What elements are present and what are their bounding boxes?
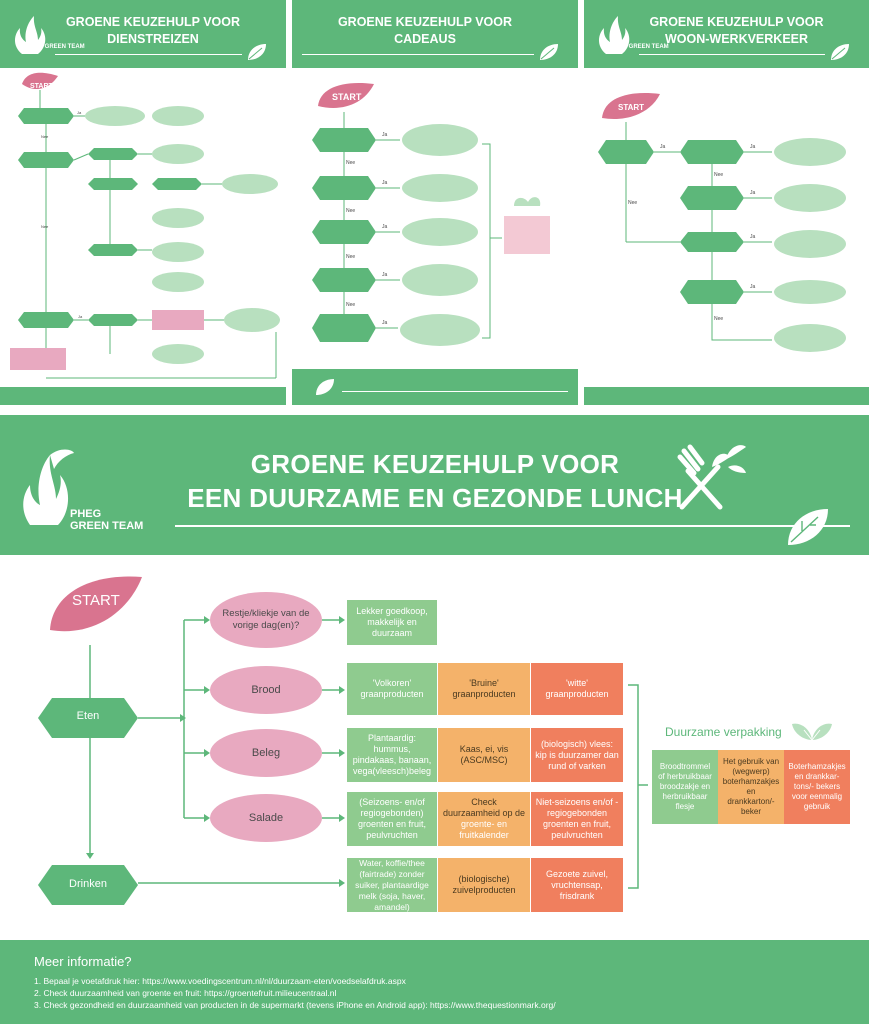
panel-dienstreizen: PHEG GREEN TEAM GROENE KEUZEHULP VOOR DI… (0, 0, 286, 405)
svg-text:Ja: Ja (382, 132, 388, 138)
salade-green: (Seizoens- en/of regiogebonden) groenten… (347, 792, 437, 846)
restje-answer: Lekker goedkoop, makkelijk en duurzaam (347, 600, 437, 645)
divider (302, 54, 534, 55)
verpakking-orange: Het gebruik van (wegwerp) boterhamzakjes… (718, 750, 784, 824)
svg-text:Ja: Ja (382, 272, 388, 278)
footer-link-1[interactable]: 1. Bepaal je voetafdruk hier: https://ww… (34, 976, 406, 986)
flowchart-woonwerk: START (598, 93, 846, 352)
svg-text:Ja: Ja (750, 144, 756, 150)
banner-title: GROENE KEUZEHULP VOOR EEN DUURZAME EN GE… (180, 447, 690, 515)
start-node: START (72, 592, 120, 609)
flowchart-dienstreizen: START (10, 72, 280, 379)
lunch-banner: PHEG GREEN TEAM GROENE KEUZEHULP VOOR EE… (0, 415, 869, 555)
start-label: START (332, 92, 362, 102)
logo-text: PHEG GREEN TEAM (70, 508, 144, 532)
start-label: START (30, 83, 54, 90)
panel-header: GROENE KEUZEHULP VOOR CADEAUS (292, 0, 578, 68)
panel-footnote (0, 387, 286, 405)
banner-title-line1: GROENE KEUZEHULP VOOR (250, 449, 620, 479)
drinken-red: Gezoete zuivel, vruchtensap, frisdrank (531, 858, 623, 912)
verpakking-green: Broodtrommel of herbruikbaar broodzakje … (652, 750, 718, 824)
brood-red: 'witte' graanproducten (531, 663, 623, 715)
beleg-red: (biologisch) vlees: kip is duurzamer dan… (531, 728, 623, 782)
svg-text:Nee: Nee (628, 200, 637, 206)
leaf-icon (788, 509, 828, 545)
cadeaus-footer (292, 369, 578, 405)
svg-text:Nee: Nee (346, 160, 355, 166)
svg-text:Ja: Ja (660, 144, 666, 150)
salade-orange: Check duurzaamheid op de groente- en fru… (438, 792, 530, 846)
panel-title: GROENE KEUZEHULP VOOR WOON-WERKVERKEER (649, 15, 824, 46)
banner-divider (175, 525, 850, 527)
panel-title: GROENE KEUZEHULP VOOR CADEAUS (337, 15, 513, 46)
beleg-node: Beleg (251, 747, 281, 759)
footer-link-3[interactable]: 3. Check gezondheid en duurzaamheid van … (34, 1000, 556, 1010)
verpakking-title: Duurzame verpakking (665, 725, 782, 739)
panel-title: GROENE KEUZEHULP VOOR DIENSTREIZEN (65, 15, 241, 46)
sprout-icon (792, 723, 832, 741)
flowchart-cadeaus: START (312, 82, 550, 346)
flame-logo-icon (599, 16, 630, 54)
leaf-icon (248, 44, 266, 60)
svg-text:Ja: Ja (750, 234, 756, 240)
fruitkalender-link[interactable]: groente- en fruitkalender (459, 819, 509, 840)
panel-cadeaus: GROENE KEUZEHULP VOOR CADEAUS START (292, 0, 578, 405)
brood-orange: 'Bruine' graanproducten (438, 663, 530, 715)
more-info-footer: Meer informatie? 1. Bepaal je voetafdruk… (0, 940, 869, 1024)
svg-text:Ja: Ja (78, 314, 83, 319)
footer-link-2[interactable]: 2. Check duurzaamheid van groente en fru… (34, 988, 337, 998)
leaf-icon (316, 379, 334, 395)
svg-text:Nee: Nee (346, 254, 355, 260)
brood-node: Brood (251, 684, 281, 696)
svg-text:Ja: Ja (382, 180, 388, 186)
banner-title-line2: EEN DUURZAME EN GEZONDE LUNCH (187, 483, 683, 513)
verpakking-red: Boterhamzakjes en drankkar-tons/- bekers… (784, 750, 850, 824)
svg-text:Nee: Nee (714, 316, 723, 322)
svg-text:Nee: Nee (41, 224, 49, 229)
panel-logo-text: PHEG GREEN TEAM (610, 44, 669, 50)
beleg-green: Plantaardig: hummus, pindakaas, banaan, … (347, 728, 437, 782)
svg-text:Nee: Nee (346, 302, 355, 308)
eten-node: Eten (76, 710, 100, 722)
fork-knife-icon (677, 444, 746, 510)
leaf-icon (831, 44, 849, 60)
svg-text:Nee: Nee (41, 134, 49, 139)
drinken-orange: (biologische) zuivelproducten (438, 858, 530, 912)
salade-node: Salade (248, 812, 284, 824)
panel-logo-text: PHEG GREEN TEAM (26, 44, 85, 50)
restje-node: Restje/kliekje van de vorige dag(en)? (222, 608, 310, 631)
lunch-connectors (38, 576, 648, 905)
start-label: START (618, 103, 644, 112)
panel-header: PHEG GREEN TEAM GROENE KEUZEHULP VOOR WO… (584, 0, 869, 68)
svg-text:Nee: Nee (346, 208, 355, 214)
divider (639, 54, 825, 55)
flame-logo-icon (15, 16, 46, 54)
divider (342, 391, 568, 392)
svg-text:Ja: Ja (77, 110, 82, 115)
leaf-icon (540, 44, 558, 60)
beleg-orange: Kaas, ei, vis (ASC/MSC) (438, 728, 530, 782)
svg-text:Ja: Ja (382, 224, 388, 230)
svg-text:Nee: Nee (714, 172, 723, 178)
brood-green: 'Volkoren' graanproducten (347, 663, 437, 715)
salade-orange-text: Check duurzaamheid op de (442, 797, 526, 818)
drinken-node: Drinken (69, 878, 107, 890)
flame-logo-icon (23, 449, 74, 525)
svg-text:Ja: Ja (382, 320, 388, 326)
divider (55, 54, 242, 55)
svg-text:Ja: Ja (750, 284, 756, 290)
svg-text:Ja: Ja (750, 190, 756, 196)
drinken-green: Water, koffie/thee (fairtrade) zonder su… (347, 858, 437, 912)
panel-woonwerk: PHEG GREEN TEAM GROENE KEUZEHULP VOOR WO… (584, 0, 869, 405)
panel-footnote (584, 387, 869, 405)
panel-header: PHEG GREEN TEAM GROENE KEUZEHULP VOOR DI… (0, 0, 286, 68)
footer-heading: Meer informatie? (34, 954, 132, 969)
salade-red: Niet-seizoens en/of -regiogebonden groen… (531, 792, 623, 846)
